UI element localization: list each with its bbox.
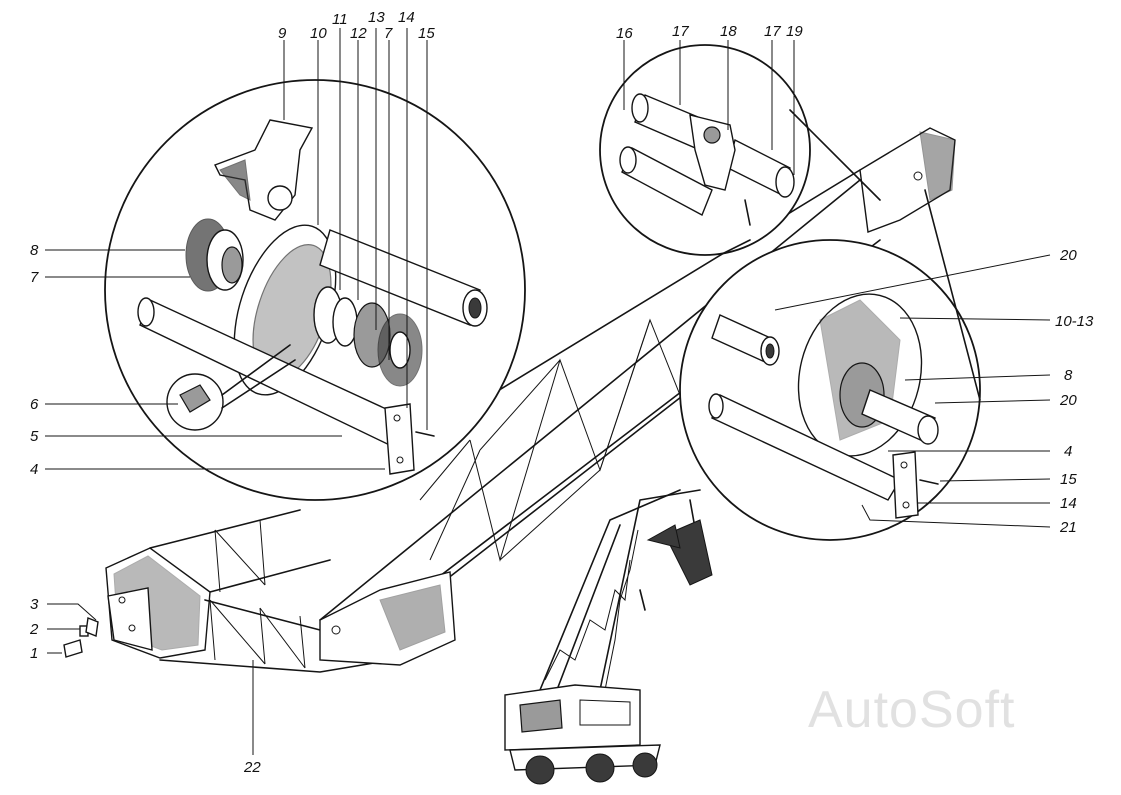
callout-14-left: 14: [398, 9, 415, 26]
callout-17-right: 17: [764, 23, 781, 40]
callout-20-bottom: 20: [1059, 392, 1077, 409]
detail-circle-right: [679, 189, 981, 541]
callout-15-left: 15: [418, 25, 435, 42]
callout-19: 19: [786, 23, 803, 40]
callout-21: 21: [1059, 519, 1077, 536]
watermark-text: AutoSoft: [808, 681, 1016, 739]
callout-8-right: 8: [1064, 367, 1073, 384]
callout-7-top: 7: [384, 25, 393, 42]
callout-16: 16: [616, 25, 633, 42]
callout-14-right: 14: [1060, 495, 1077, 512]
detail-circle-top: [599, 44, 881, 256]
callout-2: 2: [29, 621, 39, 638]
callout-labels: 8 7 6 5 4 9 10 11 12 13 7 14 15 16 17 18…: [29, 9, 1094, 776]
callout-7-left: 7: [30, 269, 39, 286]
callout-5: 5: [30, 428, 39, 445]
callout-4-left: 4: [30, 461, 38, 478]
callout-10: 10: [310, 25, 327, 42]
leader-lines: [45, 28, 1051, 755]
callout-3: 3: [30, 596, 39, 613]
detail-circle-left: [104, 79, 526, 501]
callout-6: 6: [30, 396, 39, 413]
callout-8-left: 8: [30, 242, 39, 259]
crane-vehicle: [504, 489, 713, 785]
callout-10-13: 10-13: [1055, 313, 1094, 330]
callout-13: 13: [368, 9, 385, 26]
bolt-parts: [63, 617, 99, 658]
callout-22: 22: [243, 759, 261, 776]
callout-18: 18: [720, 23, 737, 40]
callout-4-right: 4: [1064, 443, 1072, 460]
callout-12: 12: [350, 25, 367, 42]
callout-9: 9: [278, 25, 287, 42]
callout-11: 11: [332, 11, 348, 28]
boom-lattice: [105, 127, 956, 673]
callout-17-left: 17: [672, 23, 689, 40]
callout-15-right: 15: [1060, 471, 1077, 488]
callout-20-top: 20: [1059, 247, 1077, 264]
callout-1: 1: [30, 645, 38, 662]
